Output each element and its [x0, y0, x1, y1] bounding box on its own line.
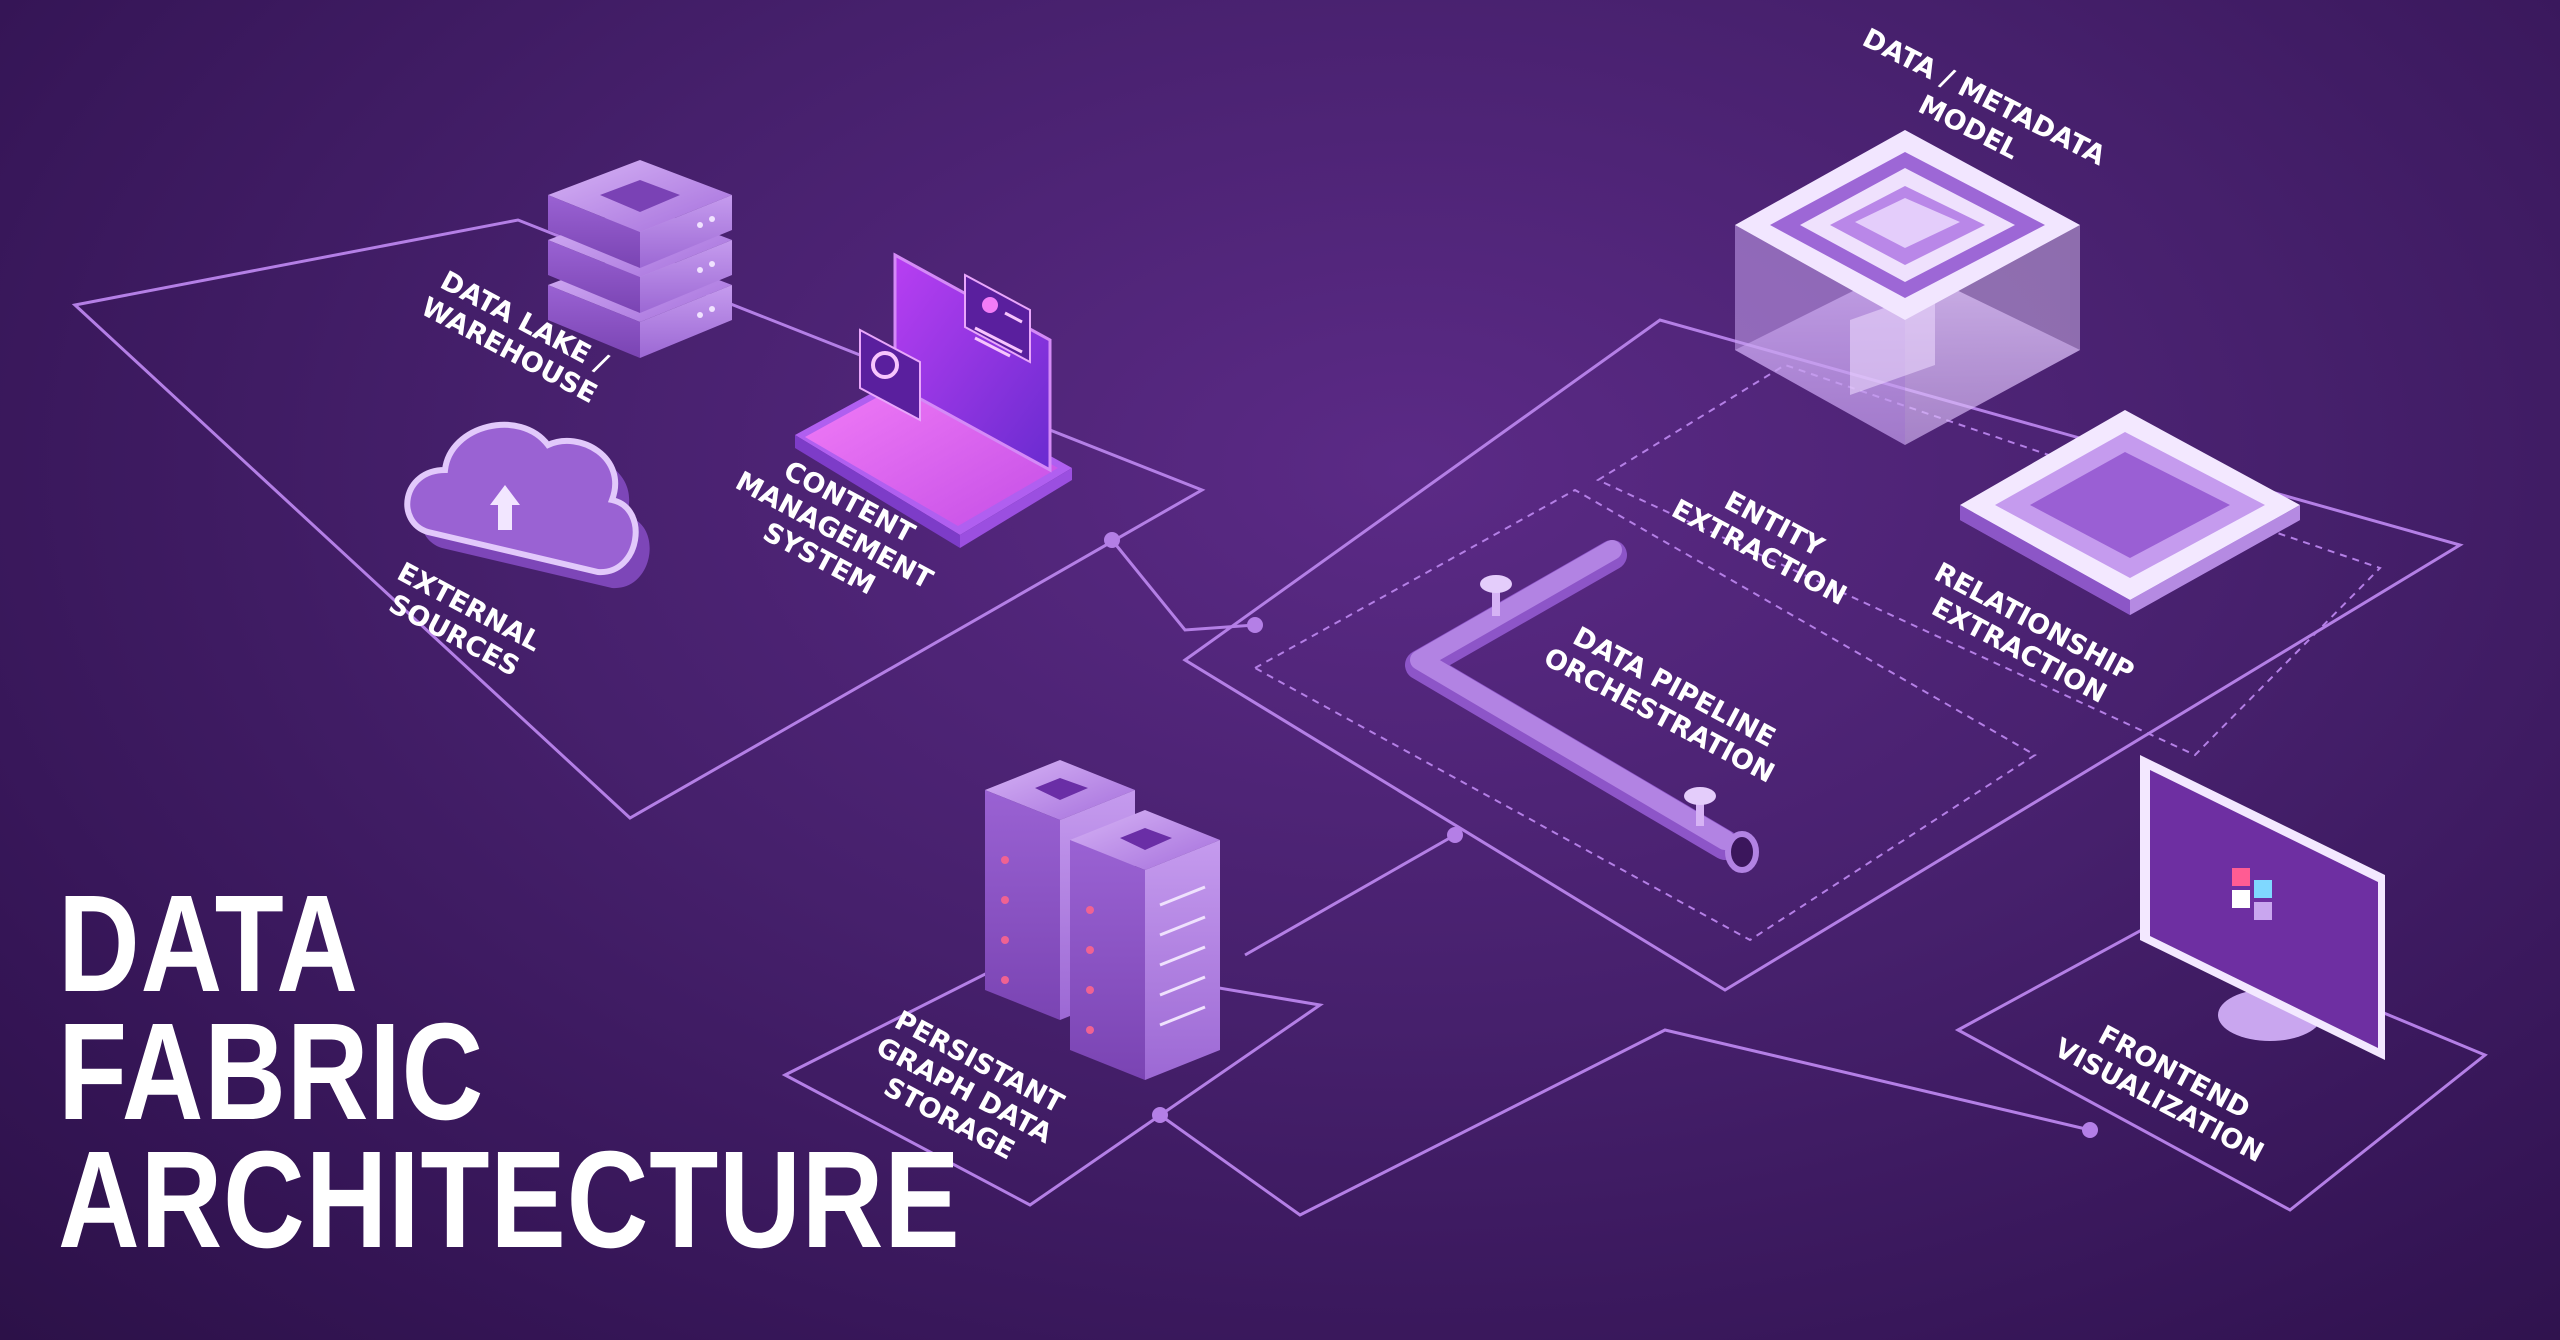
connection-lines — [71, 218, 2488, 1217]
sources-platform — [71, 218, 1206, 820]
link-processing-storage — [1244, 833, 1456, 957]
extraction-zone — [1595, 363, 2382, 757]
server-stack-icon — [548, 160, 732, 358]
frontend-platform — [1954, 918, 2488, 1212]
title-line-1: DATA — [58, 867, 359, 1021]
dashed-zones — [1252, 363, 2382, 942]
storage-platform — [781, 953, 1324, 1207]
label-external-sources: EXTERNALSOURCES — [377, 557, 546, 687]
title-line-3: ARCHITECTURE — [58, 1123, 961, 1277]
monitor-icon — [2140, 755, 2385, 1060]
cloud-upload-icon — [404, 421, 650, 589]
pipe-valve-icon — [1405, 540, 1759, 873]
label-entity-extraction: ENTITYEXTRACTION — [1666, 465, 1866, 611]
server-rack-icon — [985, 760, 1220, 1080]
processing-platform — [1182, 318, 2464, 992]
pipeline-zone — [1252, 488, 2037, 942]
metadata-cube-icon — [1735, 130, 2080, 445]
link-storage-frontend — [1159, 1028, 2091, 1217]
relationship-block-icon — [1960, 410, 2300, 615]
page-title: DATA FABRIC ARCHITECTURE — [58, 867, 961, 1277]
link-sources-processing — [1110, 539, 1256, 632]
title-line-2: FABRIC — [58, 995, 485, 1149]
connector-nodes — [1104, 532, 2098, 1138]
laptop-dashboard-icon — [795, 252, 1072, 548]
